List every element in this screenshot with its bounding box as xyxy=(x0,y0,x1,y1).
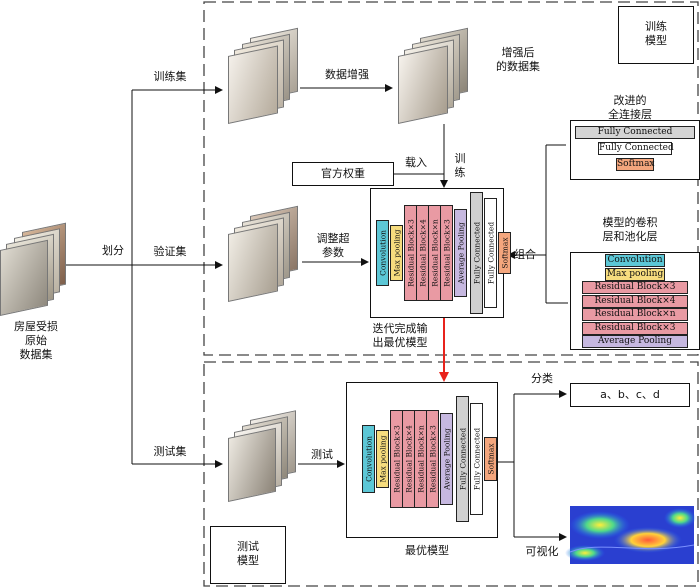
best-net-layer-5: Residual Block×3 xyxy=(426,410,439,508)
best-net-layer-0: Convolution xyxy=(362,425,375,493)
fc-panel-layer-1: Fully Connected xyxy=(598,142,674,155)
augmented-images xyxy=(398,27,470,128)
best-net-layer-9: Softmax xyxy=(484,437,497,481)
train-net-layer-5: Residual Block×3 xyxy=(440,205,453,301)
testing-region xyxy=(203,361,699,587)
train-model-box: 训练 模型 xyxy=(618,6,694,64)
conv-panel-layer-5: Residual Block×3 xyxy=(582,321,688,335)
best-net-layer-1: Max pooling xyxy=(376,430,389,488)
conv-panel-layer-1: Max pooling xyxy=(605,267,665,281)
visualize-label: 可视化 xyxy=(525,545,559,558)
improved-fc-label: 改进的 全连接层 xyxy=(608,94,652,121)
load-label: 载入 xyxy=(405,156,427,169)
train-label: 训 练 xyxy=(454,152,466,179)
conv-panel-layer-4: Residual Block×n xyxy=(582,308,688,321)
raw-dataset-images xyxy=(0,222,68,316)
val-set-label: 验证集 xyxy=(153,245,187,258)
val-set-images xyxy=(228,205,300,308)
conv-panel-layer-6: Average Pooling xyxy=(582,335,688,348)
tune-label: 调整超 参数 xyxy=(316,232,350,259)
classes-box: a、b、c、d xyxy=(570,383,690,407)
best-net-layer-6: Average Pooling xyxy=(440,413,453,505)
test-model-box: 测试 模型 xyxy=(210,526,286,584)
test-label: 测试 xyxy=(311,448,333,461)
classify-label: 分类 xyxy=(531,372,553,385)
conv-panel-layer-0: Convolution xyxy=(605,254,665,267)
augment-label: 数据增强 xyxy=(325,68,369,81)
test-set-label: 测试集 xyxy=(153,445,187,458)
train-set-images xyxy=(228,27,300,128)
split-label: 划分 xyxy=(102,244,124,257)
test-set-images xyxy=(228,410,298,506)
train-net-layer-0: Convolution xyxy=(376,220,389,286)
augmented-label: 增强后 的数据集 xyxy=(496,46,540,73)
dataset-label: 房屋受损 原始 数据集 xyxy=(14,320,58,361)
fc-panel-layer-2: Softmax xyxy=(616,158,655,171)
combine-label: 组合 xyxy=(514,248,536,261)
fc-panel-layer-0: Fully Connected xyxy=(575,126,695,139)
train-set-label: 训练集 xyxy=(153,70,187,83)
official-weights-box: 官方权重 xyxy=(292,162,394,186)
train-net-layer-8: Fully Connected xyxy=(484,198,497,308)
best-net-layer-7: Fully Connected xyxy=(456,396,469,522)
train-net-layer-7: Fully Connected xyxy=(470,192,483,314)
conv-panel-layer-3: Residual Block×4 xyxy=(582,294,688,308)
train-net-layer-6: Average Pooling xyxy=(454,209,467,297)
train-net-layer-1: Max pooling xyxy=(390,225,403,281)
best-net-layer-8: Fully Connected xyxy=(470,403,483,515)
conv-panel-layer-2: Residual Block×3 xyxy=(582,281,688,294)
best-model-label: 最优模型 xyxy=(405,544,449,557)
train-net-layer-9: Softmax xyxy=(498,232,511,274)
conv-pool-label: 模型的卷积 层和池化层 xyxy=(602,216,658,243)
heatmap-image xyxy=(565,506,696,564)
iterate-label: 迭代完成输 出最优模型 xyxy=(372,322,428,349)
